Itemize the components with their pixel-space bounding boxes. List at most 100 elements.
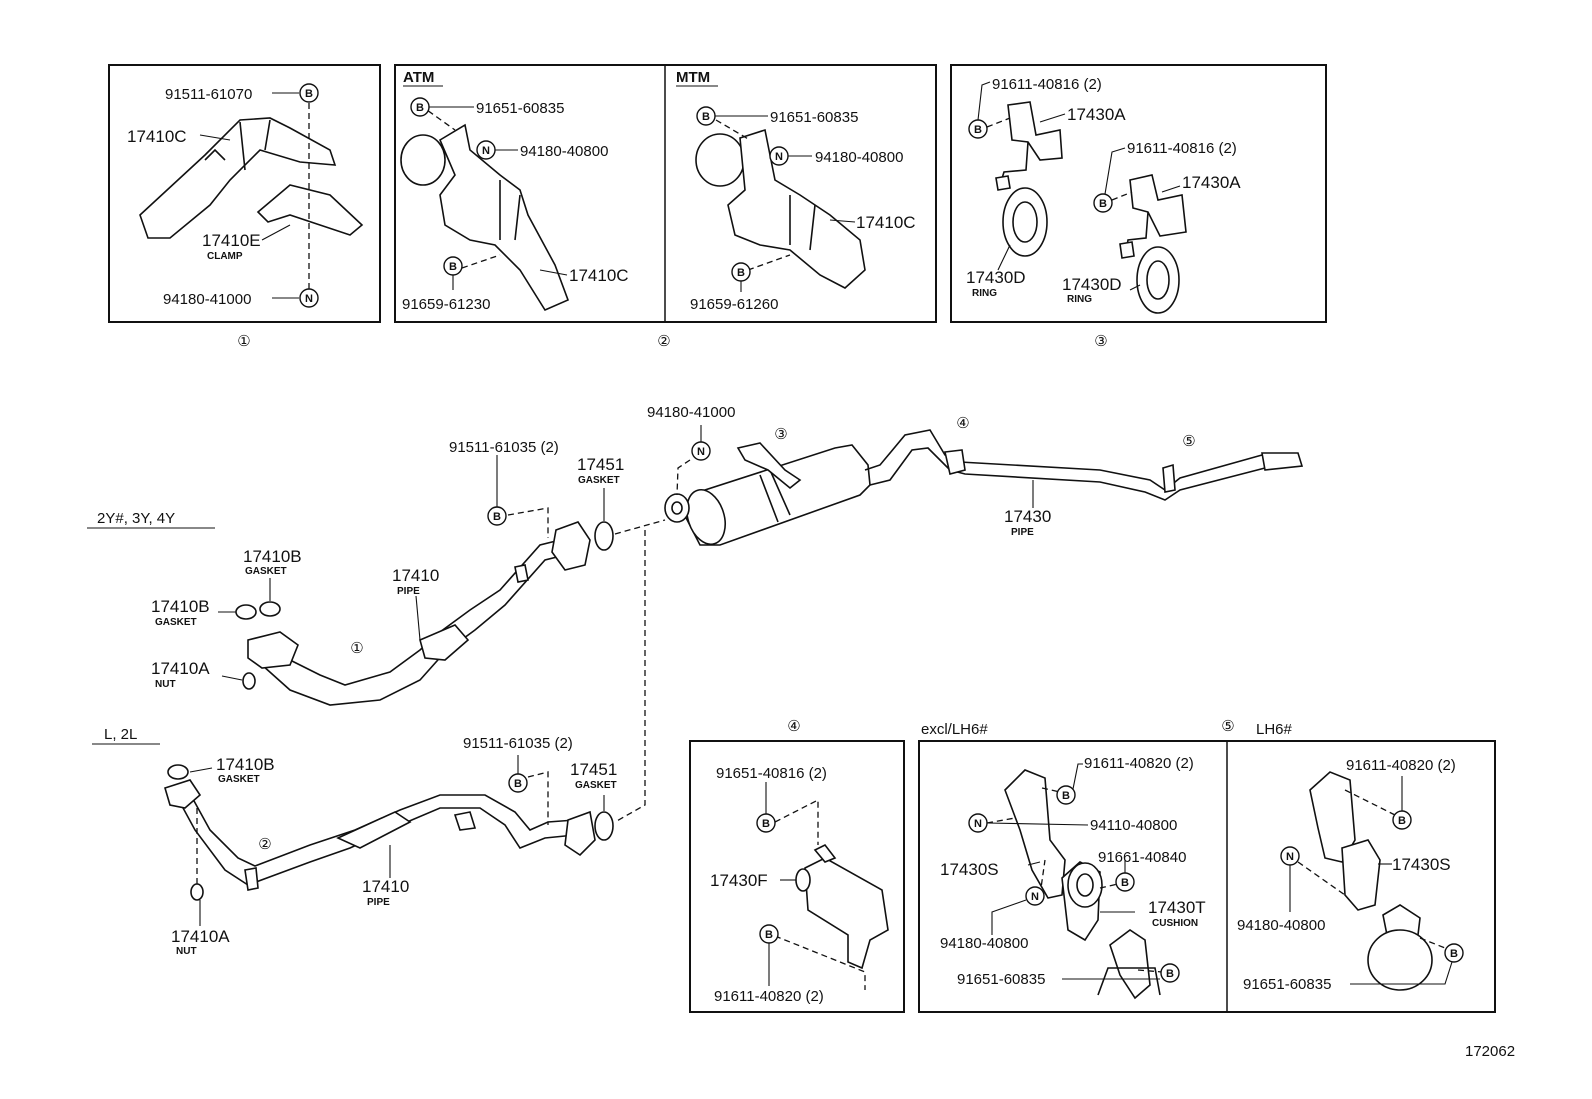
label-91511-61035-top: 91511-61035 (2) (449, 439, 559, 456)
svg-text:B: B (1450, 948, 1458, 960)
svg-text:N: N (974, 818, 982, 830)
bolt-symbol: B (487, 506, 507, 526)
label-atm-91659-61230: 91659-61230 (402, 296, 490, 313)
label-mtm-17410c: 17410C (856, 213, 916, 232)
panel-ref-1: ① (237, 333, 250, 350)
label-p5-91651-60835-lh6: 91651-60835 (1243, 976, 1331, 993)
label-p4-17430f: 17430F (710, 871, 768, 890)
label-17410b-1: 17410B (243, 547, 302, 566)
nut-symbol: N (476, 140, 496, 160)
label-pipe-tail: PIPE (1011, 527, 1034, 538)
engine-label-l-2l: L, 2L (104, 726, 137, 743)
label-17410e: 17410E (202, 231, 261, 250)
detail-panel-1: B N 91511-61070 17410C 17410E CLAMP 9418… (108, 64, 381, 350)
label-p3-91611-40816-a: 91611-40816 (2) (992, 76, 1102, 93)
bolt-symbol: B (299, 83, 319, 103)
label-p3-17430a-a: 17430A (1067, 105, 1126, 124)
label-nut-b: NUT (176, 946, 197, 957)
label-p3-91611-40816-b: 91611-40816 (2) (1127, 140, 1237, 157)
svg-text:B: B (765, 929, 773, 941)
nut-symbol: N (769, 146, 789, 166)
bolt-symbol: B (756, 813, 776, 833)
label-p3-ring-a: RING (972, 288, 997, 299)
label-atm-91651-60835: 91651-60835 (476, 100, 564, 117)
label-p5-94180-40800-lh6: 94180-40800 (1237, 917, 1325, 934)
panel-ref-2: ② (657, 333, 670, 350)
panel-ref-3: ③ (1094, 333, 1107, 350)
label-mtm-94180-40800: 94180-40800 (815, 149, 903, 166)
nut-symbol: N (1025, 886, 1045, 906)
label-17410-b: 17410 (362, 877, 409, 896)
bolt-symbol: B (443, 256, 463, 276)
label-17410a-b: 17410A (171, 927, 230, 946)
bolt-symbol: B (410, 97, 430, 117)
callout-1: ① (350, 640, 363, 657)
clamp-17410e-shape (256, 184, 364, 236)
label-clamp: CLAMP (207, 251, 243, 262)
svg-text:B: B (1121, 877, 1129, 889)
panel-ref-5: ⑤ (1221, 718, 1234, 735)
bolt-symbol: B (731, 262, 751, 282)
bolt-symbol: B (968, 119, 988, 139)
bracket-17410c-shape (139, 117, 337, 239)
label-p3-17430a-b: 17430A (1182, 173, 1241, 192)
svg-text:B: B (449, 261, 457, 273)
label-nut-a: NUT (155, 679, 176, 690)
label-gasket-top: GASKET (578, 475, 620, 486)
label-pipe-a: PIPE (397, 586, 420, 597)
bolt-symbol: B (759, 924, 779, 944)
header-excl-lh6: excl/LH6# (921, 721, 988, 738)
bolt-symbol: B (1160, 963, 1180, 983)
svg-text:B: B (1099, 198, 1107, 210)
label-17451-low: 17451 (570, 760, 617, 779)
label-p4-91651-40816: 91651-40816 (2) (716, 765, 827, 782)
svg-text:B: B (702, 111, 710, 123)
label-p5-91661-40840: 91661-40840 (1098, 849, 1186, 866)
label-pipe-b: PIPE (367, 897, 390, 908)
nut-symbol: N (691, 441, 711, 461)
svg-text:B: B (1166, 968, 1174, 980)
svg-text:N: N (1286, 851, 1294, 863)
label-17410c: 17410C (127, 127, 187, 146)
label-17451-top: 17451 (577, 455, 624, 474)
label-94180-41000: 94180-41000 (163, 291, 251, 308)
mtm-bracket-shape (727, 128, 866, 289)
detail-panel-5: ⑤ excl/LH6# LH6# B N B N B 91611-40820 (… (918, 718, 1496, 1013)
nut-symbol: N (968, 813, 988, 833)
label-91511-61035-low: 91511-61035 (2) (463, 735, 573, 752)
label-p5-17430s-lh6: 17430S (1392, 855, 1451, 874)
svg-text:B: B (974, 124, 982, 136)
panel-ref-4: ④ (787, 718, 800, 735)
label-p3-ring-b: RING (1067, 294, 1092, 305)
detail-panel-4: ④ B B 91651-40816 (2) 17430F 91611-40820… (689, 718, 905, 1013)
label-17410-a: 17410 (392, 566, 439, 585)
bolt-symbol: B (1392, 810, 1412, 830)
svg-text:N: N (775, 151, 783, 163)
header-mtm: MTM (676, 69, 710, 86)
bolt-symbol: B (1093, 193, 1113, 213)
bolt-symbol: B (696, 106, 716, 126)
svg-text:N: N (305, 293, 313, 305)
drawing-number: 172062 (1465, 1043, 1515, 1060)
label-p3-17430d-a: 17430D (966, 268, 1026, 287)
svg-text:N: N (1031, 891, 1039, 903)
svg-text:B: B (1062, 790, 1070, 802)
label-p5-94110-40800: 94110-40800 (1090, 817, 1177, 834)
label-gasket-c: GASKET (218, 774, 260, 785)
label-mtm-91659-61260: 91659-61260 (690, 296, 778, 313)
label-atm-94180-40800: 94180-40800 (520, 143, 608, 160)
nut-symbol: N (1280, 846, 1300, 866)
bolt-symbol: B (1444, 943, 1464, 963)
svg-text:B: B (514, 778, 522, 790)
svg-text:B: B (493, 511, 501, 523)
svg-text:B: B (305, 88, 313, 100)
bolt-symbol: B (1056, 785, 1076, 805)
label-91511-61070: 91511-61070 (165, 86, 252, 103)
svg-text:B: B (762, 818, 770, 830)
callout-4: ④ (956, 415, 969, 432)
label-p5-17430t: 17430T (1148, 898, 1206, 917)
label-gasket-b2: GASKET (155, 617, 197, 628)
muffler-shape (664, 442, 871, 546)
svg-text:N: N (697, 446, 705, 458)
